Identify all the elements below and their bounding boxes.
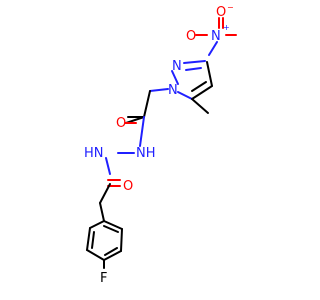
bond-ch2-ch2 bbox=[143, 90, 151, 118]
atom-o-nitro-top: O bbox=[216, 5, 226, 20]
bond-c4-c5-double bbox=[191, 81, 207, 92]
molecule-structure: N + O O − N N O NH HN O F bbox=[84, 3, 237, 286]
bond-ar2 bbox=[86, 227, 91, 251]
atom-labels: N + O O − N N O NH HN O F bbox=[84, 3, 234, 286]
bond-n1-ch2 bbox=[149, 88, 169, 92]
bond-n1-n2 bbox=[171, 70, 179, 85]
bond-ar6 bbox=[103, 220, 123, 230]
atom-n-ring-2: N bbox=[172, 59, 182, 74]
atom-o-nitro-left: O bbox=[186, 29, 196, 44]
bond-ar6-double bbox=[103, 225, 119, 233]
molecule-canvas: N + O O − N N O NH HN O F bbox=[84, 3, 237, 286]
atom-o-nitro-charge: − bbox=[227, 3, 234, 12]
bond-co2-ch2 bbox=[99, 183, 111, 204]
bond-ar2-double bbox=[91, 231, 95, 249]
bond-ar4 bbox=[103, 250, 122, 261]
bond-c3-n2 bbox=[183, 60, 206, 64]
bond-ch2-aryl bbox=[99, 202, 105, 222]
bond-c5-n1 bbox=[177, 91, 193, 100]
atom-hn-lower: HN bbox=[84, 146, 104, 161]
bond-nh-co bbox=[105, 157, 111, 175]
atom-nh-upper: NH bbox=[136, 146, 156, 161]
atom-o-carbonyl-upper: O bbox=[116, 116, 126, 131]
bond-c3-c4 bbox=[206, 61, 213, 87]
atom-o-carbonyl-lower: O bbox=[123, 179, 133, 194]
bond-ar5 bbox=[120, 228, 123, 252]
bond-c5-methyl bbox=[191, 98, 209, 114]
atom-f-fluoro: F bbox=[100, 271, 107, 286]
bond-nitro-ring bbox=[208, 41, 218, 56]
bond-ar1 bbox=[89, 220, 105, 229]
atom-n-nitro: N bbox=[211, 29, 221, 44]
atom-n-nitro-charge: + bbox=[223, 23, 230, 32]
atom-n-ring-1: N bbox=[168, 83, 178, 98]
bond-c3-n2-double bbox=[185, 67, 202, 71]
bond-c4-c5 bbox=[191, 85, 213, 100]
bond-co-nh bbox=[139, 116, 145, 147]
bond-ar4-double bbox=[104, 247, 118, 256]
bonds bbox=[86, 17, 237, 269]
bond-ar3 bbox=[86, 249, 105, 261]
